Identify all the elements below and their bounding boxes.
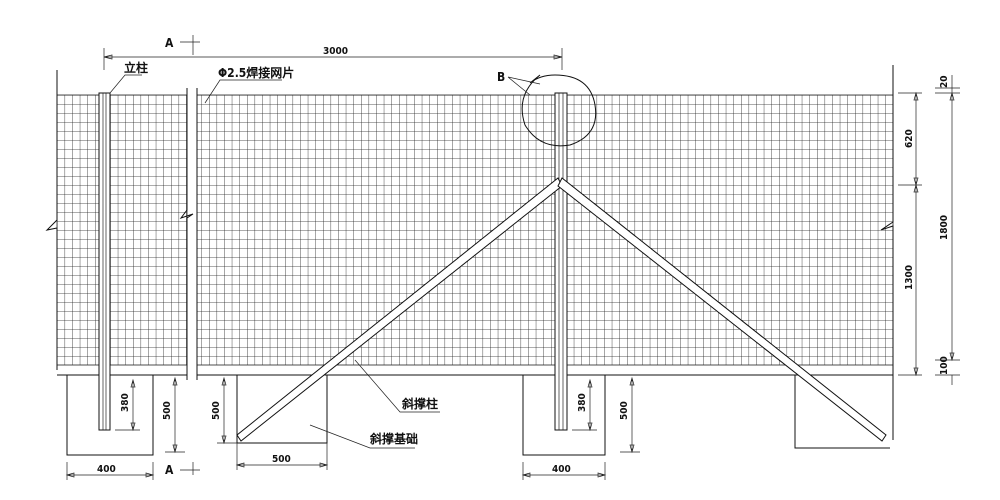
mesh-label: Φ2.5焊接网片 — [218, 65, 294, 80]
width-dim-left-text: 400 — [97, 464, 116, 475]
depth-dim-right — [620, 376, 640, 454]
detail-b-label: B — [497, 70, 505, 84]
embed-dim-left — [115, 378, 140, 432]
brace-foundation-label: 斜撑基础 — [369, 431, 418, 446]
foundation-right — [522, 375, 606, 456]
brace-post-label: 斜撑柱 — [401, 396, 438, 411]
detail-b-circle — [521, 74, 597, 147]
section-a-top: A — [165, 36, 174, 50]
mesh-leader — [204, 79, 282, 104]
post-label: 立柱 — [124, 60, 148, 75]
depth-dim-brace — [217, 376, 237, 445]
width-dim-left — [65, 462, 155, 480]
section-a-top-mark — [180, 35, 200, 55]
embed-dim-right — [572, 378, 597, 432]
post-middle — [554, 92, 568, 431]
embed-dim-right-text: 380 — [577, 393, 588, 412]
top-gap-text: 20 — [939, 75, 950, 88]
span-dim-text: 3000 — [323, 46, 348, 57]
total-dim-text: 1800 — [939, 215, 950, 240]
width-dim-brace — [235, 443, 329, 470]
depth-dim-right-text: 500 — [619, 401, 630, 420]
upper-dim-text: 620 — [904, 129, 915, 148]
section-a-bottom: A — [165, 463, 174, 477]
brace-foundation-leader — [309, 424, 415, 449]
depth-dim-left-text: 500 — [162, 401, 173, 420]
width-dim-right-text: 400 — [552, 464, 571, 475]
lower-dim-text: 1300 — [904, 265, 915, 290]
brace-post-leader — [354, 359, 440, 413]
break-mark-left — [45, 70, 58, 370]
bottom-gap-text: 100 — [939, 356, 950, 375]
brace-foundation-right — [794, 375, 890, 449]
embed-dim-left-text: 380 — [120, 393, 131, 412]
brace-right — [557, 177, 887, 442]
brace-foundation-left — [236, 375, 328, 444]
depth-dim-left — [165, 376, 185, 454]
mesh-panel-main — [196, 94, 894, 366]
width-dim-brace-text: 500 — [272, 454, 291, 465]
span-dimension — [103, 48, 563, 70]
total-dim — [935, 75, 960, 385]
break-line-left — [179, 88, 198, 380]
post-left — [98, 92, 111, 431]
break-line-right — [880, 65, 894, 440]
foundation-left — [66, 375, 154, 456]
depth-dim-brace-text: 500 — [211, 401, 222, 420]
width-dim-right — [521, 462, 607, 480]
mesh-panel-left — [56, 94, 188, 366]
upper-dim — [898, 91, 922, 377]
post-leader — [109, 74, 142, 94]
detail-b-leader — [507, 76, 541, 96]
section-a-bottom-mark — [180, 462, 200, 475]
